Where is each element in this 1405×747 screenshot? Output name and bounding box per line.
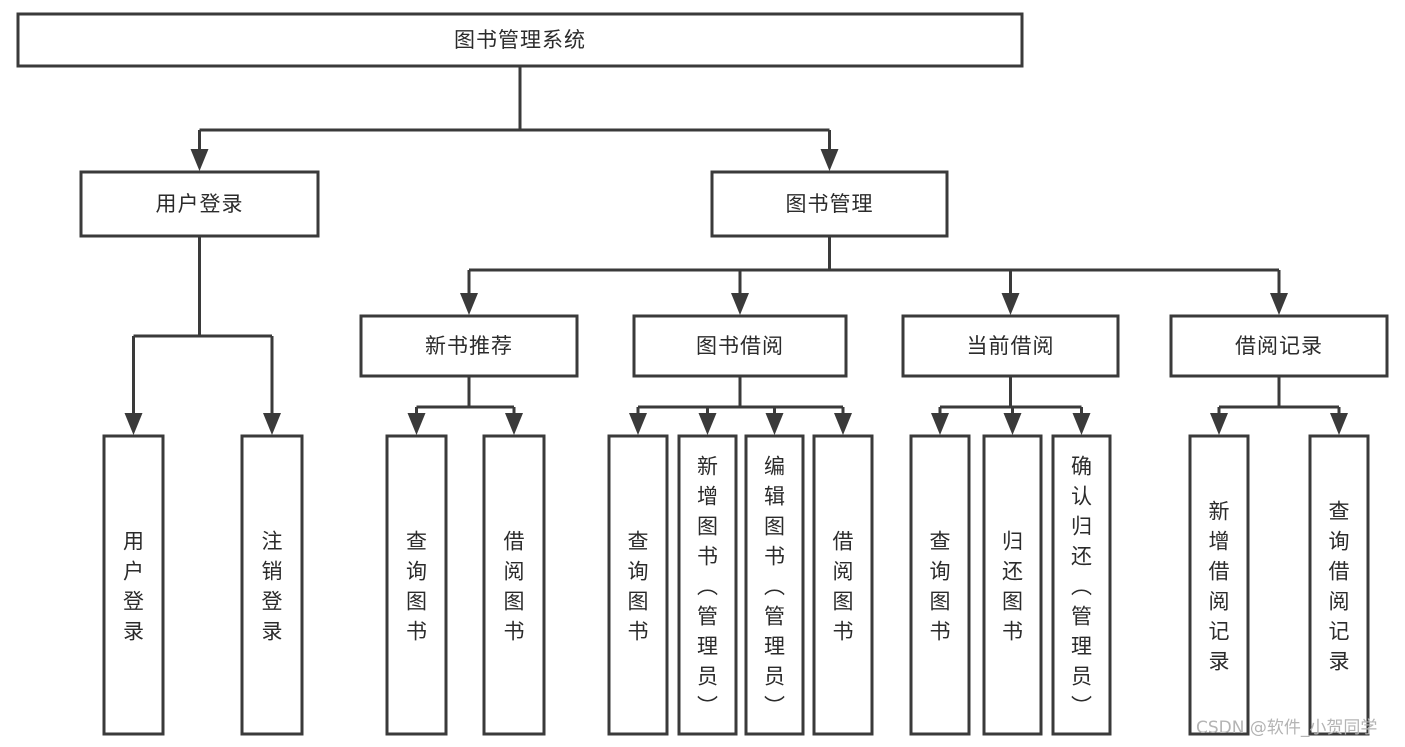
node-label-leaf-add-book: 新增图书︵管理员︶ — [697, 454, 718, 718]
node-label-leaf-add-record: 新增借阅记录 — [1209, 499, 1230, 673]
node-box-leaf-query-book-3 — [909, 434, 971, 736]
node-current-borrow[interactable]: 当前借阅 — [901, 314, 1120, 378]
arrow-icon-leaf-add-record — [1210, 413, 1228, 435]
node-label-leaf-logout: 注销登录 — [262, 529, 283, 643]
arrow-icon-leaf-confirm-return — [1072, 413, 1091, 435]
node-box-leaf-borrow-book-1 — [482, 434, 546, 736]
node-box-leaf-query-book-2 — [607, 434, 669, 736]
node-new-book-recommend[interactable]: 新书推荐 — [359, 314, 579, 378]
arrow-icon-leaf-logout — [263, 413, 281, 435]
node-label-book-borrow: 图书借阅 — [696, 334, 784, 358]
arrow-icon-leaf-query-book-3 — [931, 413, 949, 435]
node-leaf-query-book-2[interactable]: 查询图书 — [607, 434, 669, 736]
node-leaf-query-book-1[interactable]: 查询图书 — [385, 434, 448, 736]
arrow-icon-new-book-recommend — [460, 293, 478, 315]
node-leaf-confirm-return[interactable]: 确认归还︵管理员︶ — [1051, 434, 1112, 736]
node-box-leaf-confirm-return — [1051, 434, 1112, 736]
node-box-user-login — [79, 170, 320, 238]
node-leaf-user-login[interactable]: 用户登录 — [102, 434, 165, 736]
node-box-new-book-recommend — [359, 314, 579, 378]
node-label-user-login: 用户登录 — [156, 192, 244, 216]
node-label-root: 图书管理系统 — [454, 28, 586, 52]
arrow-icon-book-borrow — [731, 293, 749, 315]
node-box-root — [16, 12, 1024, 68]
arrow-icon-leaf-add-book — [698, 413, 717, 435]
node-label-leaf-query-book-2: 查询图书 — [628, 529, 649, 643]
node-box-leaf-query-book-1 — [385, 434, 448, 736]
arrow-icon-leaf-edit-book — [765, 413, 784, 435]
node-leaf-edit-book[interactable]: 编辑图书︵管理员︶ — [744, 434, 805, 736]
node-box-leaf-return-book — [982, 434, 1043, 736]
node-label-book-management: 图书管理 — [786, 192, 874, 216]
node-box-current-borrow — [901, 314, 1120, 378]
diagram-nodes: 图书管理系统用户登录图书管理新书推荐图书借阅当前借阅借阅记录用户登录注销登录查询… — [16, 12, 1389, 736]
connector-lines — [124, 66, 1348, 435]
node-box-book-management — [710, 170, 949, 238]
node-label-leaf-user-login: 用户登录 — [123, 529, 144, 643]
node-box-leaf-borrow-book-2 — [812, 434, 874, 736]
node-label-leaf-borrow-book-2: 借阅图书 — [833, 529, 854, 643]
node-box-borrow-record — [1169, 314, 1389, 378]
node-leaf-add-book[interactable]: 新增图书︵管理员︶ — [677, 434, 738, 736]
node-box-leaf-user-login — [102, 434, 165, 736]
node-label-borrow-record: 借阅记录 — [1235, 334, 1323, 358]
node-box-book-borrow — [632, 314, 848, 378]
node-leaf-add-record[interactable]: 新增借阅记录 — [1188, 434, 1250, 736]
csdn-watermark: CSDN @软件_小贺同学 — [1196, 718, 1377, 738]
node-box-leaf-add-record — [1188, 434, 1250, 736]
node-leaf-return-book[interactable]: 归还图书 — [982, 434, 1043, 736]
arrow-icon-leaf-user-login — [124, 413, 143, 435]
node-label-leaf-query-record: 查询借阅记录 — [1329, 499, 1350, 673]
arrow-icon-current-borrow — [1001, 293, 1020, 315]
node-label-leaf-edit-book: 编辑图书︵管理员︶ — [764, 454, 785, 718]
node-label-leaf-query-book-1: 查询图书 — [406, 529, 427, 643]
arrow-icon-leaf-borrow-book-2 — [834, 413, 852, 435]
node-root[interactable]: 图书管理系统 — [16, 12, 1024, 68]
node-box-leaf-add-book — [677, 434, 738, 736]
arrow-icon-borrow-record — [1270, 293, 1288, 315]
node-label-new-book-recommend: 新书推荐 — [425, 334, 513, 358]
node-box-leaf-logout — [240, 434, 304, 736]
arrow-icon-leaf-query-book-2 — [629, 413, 647, 435]
node-leaf-query-record[interactable]: 查询借阅记录 — [1308, 434, 1370, 736]
node-label-leaf-query-book-3: 查询图书 — [930, 529, 951, 643]
node-leaf-borrow-book-2[interactable]: 借阅图书 — [812, 434, 874, 736]
node-box-leaf-query-record — [1308, 434, 1370, 736]
node-leaf-query-book-3[interactable]: 查询图书 — [909, 434, 971, 736]
node-label-leaf-borrow-book-1: 借阅图书 — [504, 529, 525, 643]
node-box-leaf-edit-book — [744, 434, 805, 736]
node-label-leaf-return-book: 归还图书 — [1002, 529, 1023, 643]
node-book-management[interactable]: 图书管理 — [710, 170, 949, 238]
node-label-current-borrow: 当前借阅 — [967, 334, 1055, 358]
arrow-icon-leaf-return-book — [1003, 413, 1022, 435]
node-label-leaf-confirm-return: 确认归还︵管理员︶ — [1071, 454, 1092, 718]
arrow-icon-book-management — [820, 149, 839, 171]
arrow-icon-leaf-borrow-book-1 — [505, 413, 523, 435]
arrow-icon-leaf-query-book-1 — [407, 413, 426, 435]
node-leaf-borrow-book-1[interactable]: 借阅图书 — [482, 434, 546, 736]
node-leaf-logout[interactable]: 注销登录 — [240, 434, 304, 736]
node-user-login[interactable]: 用户登录 — [79, 170, 320, 238]
arrow-icon-user-login — [190, 149, 209, 171]
node-book-borrow[interactable]: 图书借阅 — [632, 314, 848, 378]
arrow-icon-leaf-query-record — [1330, 413, 1348, 435]
node-borrow-record[interactable]: 借阅记录 — [1169, 314, 1389, 378]
